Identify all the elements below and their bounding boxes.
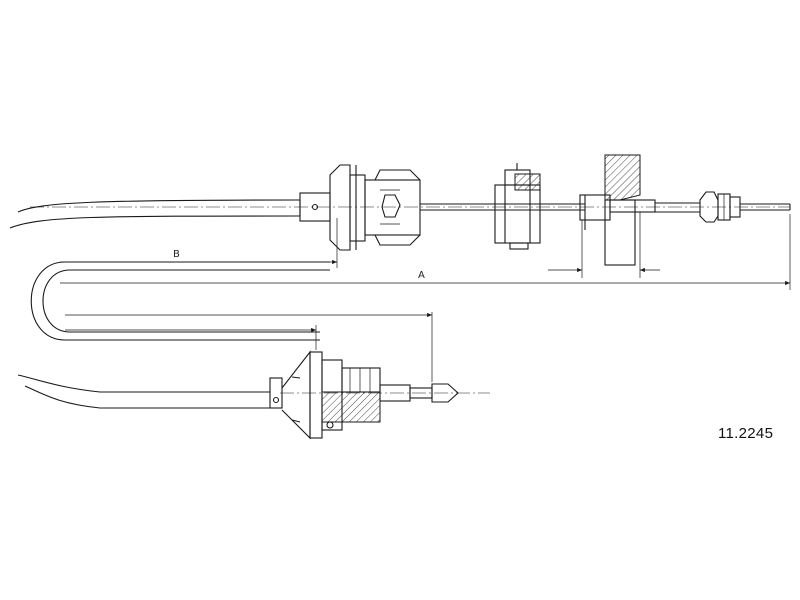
- adjuster-nut: [699, 191, 741, 223]
- right-bracket-assembly: [579, 154, 700, 266]
- dimension-a-label: A: [418, 270, 425, 281]
- lower-end-fitting: [269, 350, 411, 440]
- cable-loop: [30, 261, 330, 341]
- dimension-lower-fitting: [65, 325, 317, 350]
- threaded-rod-end: [740, 203, 791, 211]
- dimension-bracket: [548, 212, 660, 278]
- dimension-b-label: B: [173, 249, 180, 260]
- dimension-a: A: [60, 214, 791, 290]
- middle-hex-fitting: [494, 163, 541, 250]
- lower-cable-tip: [280, 383, 490, 403]
- upper-inner-wire: [420, 203, 585, 211]
- upper-end-fitting: [299, 164, 421, 251]
- part-number: 11.2245: [718, 425, 774, 442]
- dimension-lower-tip: [65, 312, 433, 382]
- lower-cable-sheath: [17, 374, 270, 409]
- dimension-b: B: [60, 218, 338, 268]
